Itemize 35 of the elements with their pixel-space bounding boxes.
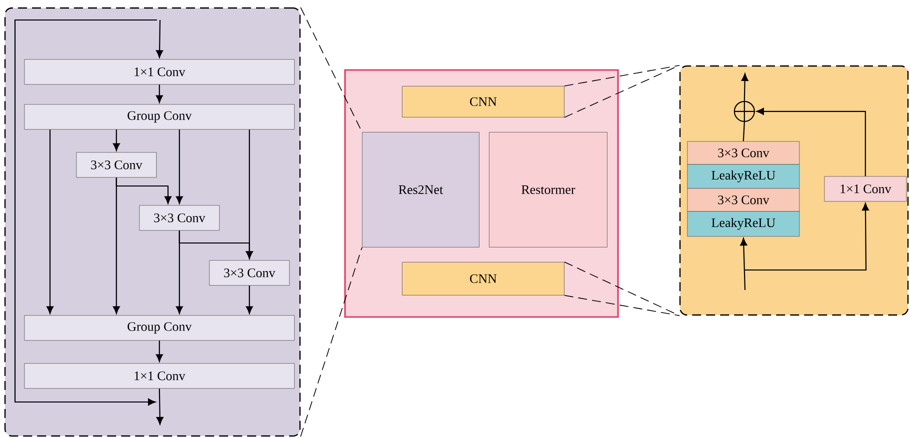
module-box: CNN	[402, 262, 564, 296]
zoom-line	[300, 247, 362, 437]
conv-box: 3×3 Conv	[687, 188, 800, 212]
zoom-line	[564, 295, 680, 316]
sum-symbol	[734, 100, 755, 122]
conv-box: Group Conv	[24, 315, 295, 341]
arrow	[156, 20, 164, 58]
conv-box: 3×3 Conv	[76, 152, 157, 178]
arrow	[740, 238, 748, 290]
arrow	[741, 73, 748, 101]
conv-box: 1×1 Conv	[824, 176, 907, 202]
arrow	[246, 286, 253, 314]
connector-line	[742, 122, 745, 142]
activation-box: LeakyReLU	[687, 164, 800, 189]
conv-box: Group Conv	[24, 104, 295, 130]
conv-box: 1×1 Conv	[24, 363, 295, 389]
arrow	[745, 202, 869, 271]
arrow	[112, 130, 120, 151]
arrow	[756, 108, 866, 176]
conv-box: 3×3 Conv	[209, 260, 290, 286]
module-box: Restormer	[489, 132, 608, 248]
arrow	[176, 130, 183, 204]
conv-box: 1×1 Conv	[24, 59, 295, 85]
arrow	[156, 340, 163, 362]
arrow	[46, 130, 54, 314]
module-box: CNN	[402, 86, 564, 118]
module-box: Res2Net	[362, 132, 480, 248]
arrow	[246, 130, 253, 259]
conv-box: 3×3 Conv	[687, 141, 800, 165]
conv-box: 3×3 Conv	[139, 205, 220, 231]
arrow	[156, 84, 163, 103]
arrow	[156, 388, 164, 425]
arrow	[116, 178, 172, 204]
zoom-line	[564, 65, 680, 86]
activation-box: LeakyReLU	[687, 211, 800, 237]
